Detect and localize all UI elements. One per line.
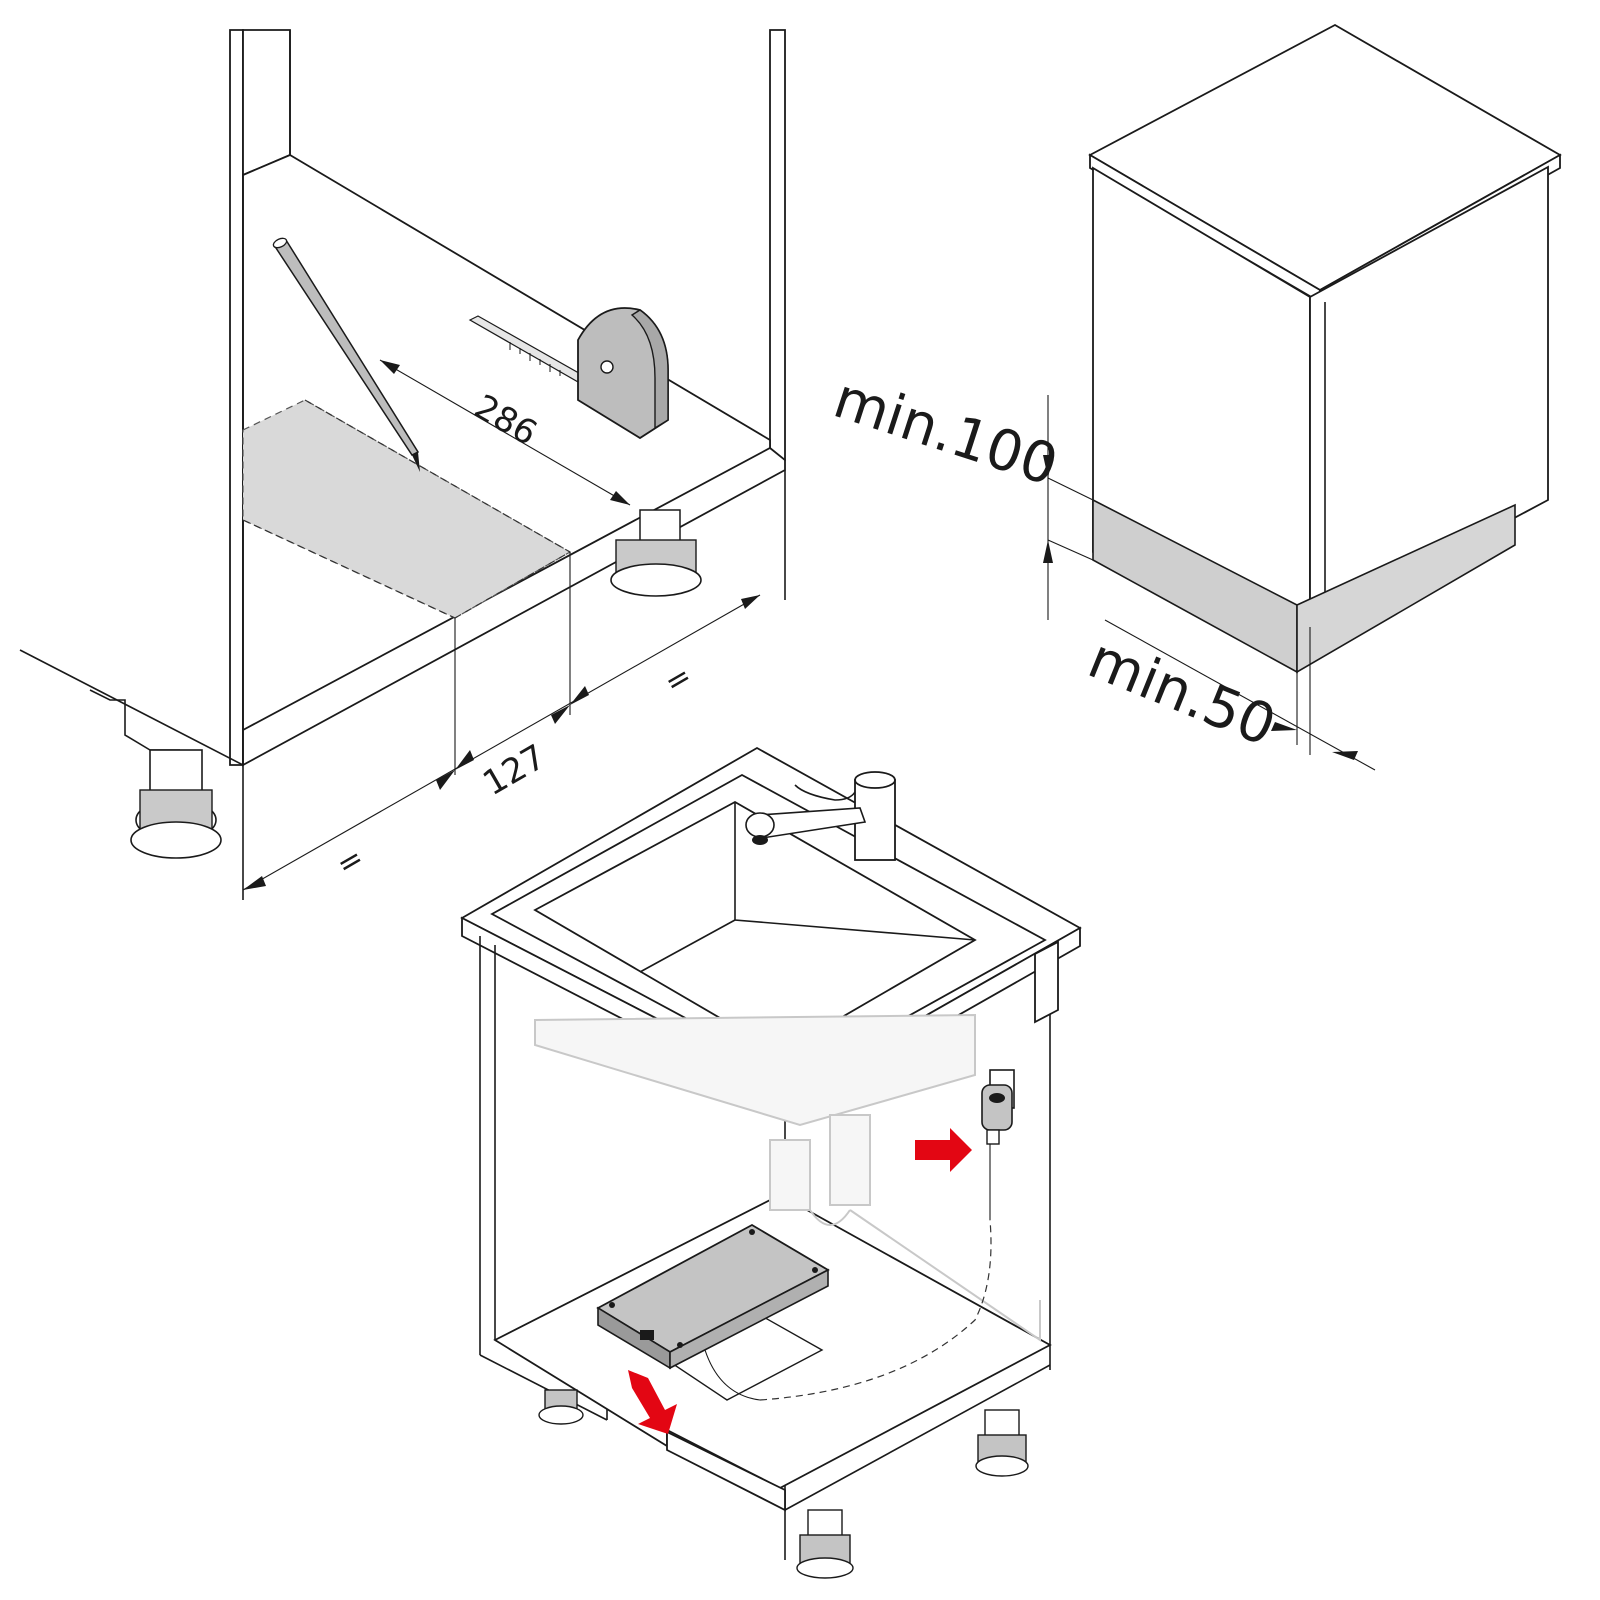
dimension-min-100: min.100: [826, 366, 1065, 499]
cutout-area: [242, 399, 572, 619]
control-box: [596, 1223, 830, 1370]
sink-foot-front: [796, 1509, 854, 1579]
plinth-side: [1296, 503, 1516, 674]
siphon-ghost: [534, 1013, 1041, 1342]
sink-foot-front-left: [538, 1389, 584, 1425]
dimension-127: 127: [476, 737, 552, 804]
sink-foot-back-right: [975, 1409, 1029, 1477]
cabinet-left-inner: [242, 29, 291, 177]
dimension-equal-left: =: [331, 840, 370, 883]
plug-adapter-icon: [981, 1069, 1015, 1145]
plinth-clearance-view: min.100 min.50: [826, 23, 1562, 771]
cabinet-left-side: [229, 29, 244, 766]
cabinet-foot-back: [610, 509, 702, 597]
tall-cabinet-view: 286 127 = =: [19, 29, 786, 900]
dimension-equal-right: =: [659, 658, 698, 701]
cabinet-foot-front: [89, 689, 222, 859]
sink-cabinet-view: [460, 746, 1082, 1579]
faucet-icon: [745, 771, 896, 861]
red-arrow-icon: [628, 1370, 677, 1434]
pencil-icon: [272, 237, 420, 472]
cabinet-side: [1309, 165, 1549, 629]
tape-measure-icon: [468, 307, 669, 440]
red-arrow-icon: [915, 1128, 972, 1172]
cabinet-right-side: [769, 29, 786, 470]
